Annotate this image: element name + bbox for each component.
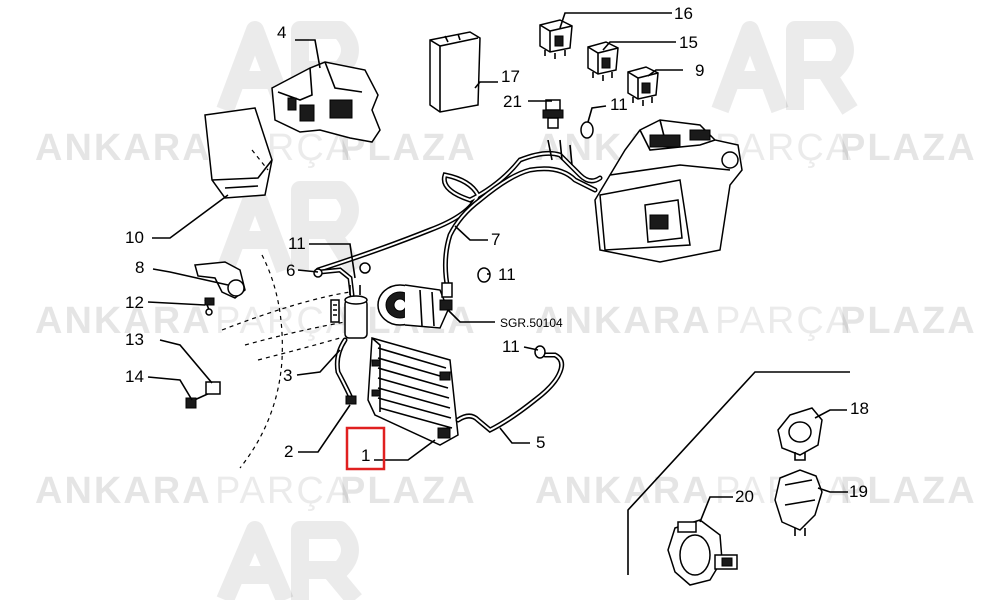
callout-13[interactable]: 13 (125, 330, 144, 349)
callout-10[interactable]: 10 (125, 228, 144, 247)
highlighted-callout-1[interactable]: 1 (345, 426, 386, 471)
part-11-o-ring[interactable] (477, 267, 491, 283)
part-3-receiver-drier[interactable] (330, 285, 368, 339)
watermark-text: ANKARA PARÇA PLAZA (35, 470, 477, 512)
svg-text:PLAZA: PLAZA (340, 470, 477, 512)
watermark-logo (216, 181, 363, 275)
svg-text:PARÇA: PARÇA (715, 300, 853, 342)
part-15-relay[interactable] (587, 41, 619, 81)
part-12-screw[interactable] (204, 297, 215, 316)
callout-21[interactable]: 21 (503, 92, 522, 111)
part-17-module[interactable] (429, 31, 481, 113)
callout-17[interactable]: 17 (501, 67, 520, 86)
part-10-control-unit[interactable] (204, 107, 273, 199)
watermark-layer: ANKARA PARÇA PLAZA ANKARA PARÇA PLAZA AN… (35, 21, 977, 605)
part-1-condenser[interactable] (367, 337, 459, 446)
part-11-o-ring[interactable] (534, 345, 546, 359)
svg-text:ANKARA: ANKARA (35, 470, 212, 512)
callout-12[interactable]: 12 (125, 293, 144, 312)
hvac-unit[interactable] (594, 119, 743, 263)
callout-11-pipe[interactable]: 11 (502, 337, 520, 356)
watermark-text: ANKARA PARÇA PLAZA (535, 127, 977, 169)
highlight-box (345, 426, 386, 471)
callout-6[interactable]: 6 (286, 261, 295, 280)
part-21-pressure-switch[interactable] (542, 99, 564, 129)
part-4-bracket[interactable] (271, 61, 381, 143)
callout-7[interactable]: 7 (491, 230, 500, 249)
svg-text:PLAZA: PLAZA (840, 300, 977, 342)
svg-text:PLAZA: PLAZA (840, 127, 977, 169)
callout-4[interactable]: 4 (277, 23, 286, 42)
svg-text:ANKARA: ANKARA (35, 300, 212, 342)
watermark-logo (216, 521, 362, 605)
part-6-hose-fitting[interactable] (313, 267, 355, 298)
vehicle-outline (221, 254, 351, 469)
part-11-o-ring[interactable] (580, 121, 594, 139)
svg-text:ANKARA: ANKARA (35, 127, 212, 169)
part-7-ac-hose[interactable] (315, 139, 603, 293)
watermark-text: ANKARA PARÇA PLAZA (535, 470, 977, 512)
svg-text:ANKARA: ANKARA (535, 300, 712, 342)
watermark-text: ANKARA PARÇA PLAZA (535, 300, 977, 342)
callout-19[interactable]: 19 (849, 482, 868, 501)
callout-20[interactable]: 20 (735, 487, 754, 506)
leader-lines (147, 12, 848, 523)
part-13-nut[interactable] (205, 381, 221, 395)
part-18-clip[interactable] (777, 407, 823, 461)
callout-18[interactable]: 18 (850, 399, 869, 418)
callout-11-fitting[interactable]: 11 (288, 234, 306, 253)
part-20-clamp-ring[interactable] (667, 519, 738, 586)
svg-text:PARÇA: PARÇA (215, 470, 353, 512)
callout-2[interactable]: 2 (284, 442, 293, 461)
callout-5[interactable]: 5 (536, 433, 545, 452)
part-5-pipe[interactable] (455, 352, 565, 433)
watermark-logo (711, 21, 858, 115)
svg-text:PARÇA: PARÇA (215, 300, 353, 342)
callout-16[interactable]: 16 (674, 4, 693, 23)
svg-text:PLAZA: PLAZA (840, 470, 977, 512)
callout-15[interactable]: 15 (679, 33, 698, 52)
callout-11-heater[interactable]: 11 (610, 95, 628, 114)
part-8-clamp[interactable] (194, 261, 246, 299)
callout-9[interactable]: 9 (695, 61, 704, 80)
part-19-clip[interactable] (774, 469, 823, 536)
callout-3[interactable]: 3 (283, 366, 292, 385)
part-11-o-ring[interactable] (359, 262, 371, 274)
compressor[interactable] (377, 282, 453, 329)
inset-panel (627, 371, 850, 575)
callouts: 4 17 16 15 9 21 11 10 8 12 13 14 11 6 7 … (125, 4, 869, 506)
part-2-pipe[interactable] (334, 337, 357, 405)
callout-8[interactable]: 8 (135, 258, 144, 277)
callout-11-compressor[interactable]: 11 (498, 265, 516, 284)
reference-label: SGR.50104 (500, 316, 563, 330)
part-16-relay[interactable] (539, 19, 573, 59)
svg-text:ANKARA: ANKARA (535, 470, 712, 512)
callout-1[interactable]: 1 (361, 446, 370, 465)
callout-14[interactable]: 14 (125, 367, 144, 386)
